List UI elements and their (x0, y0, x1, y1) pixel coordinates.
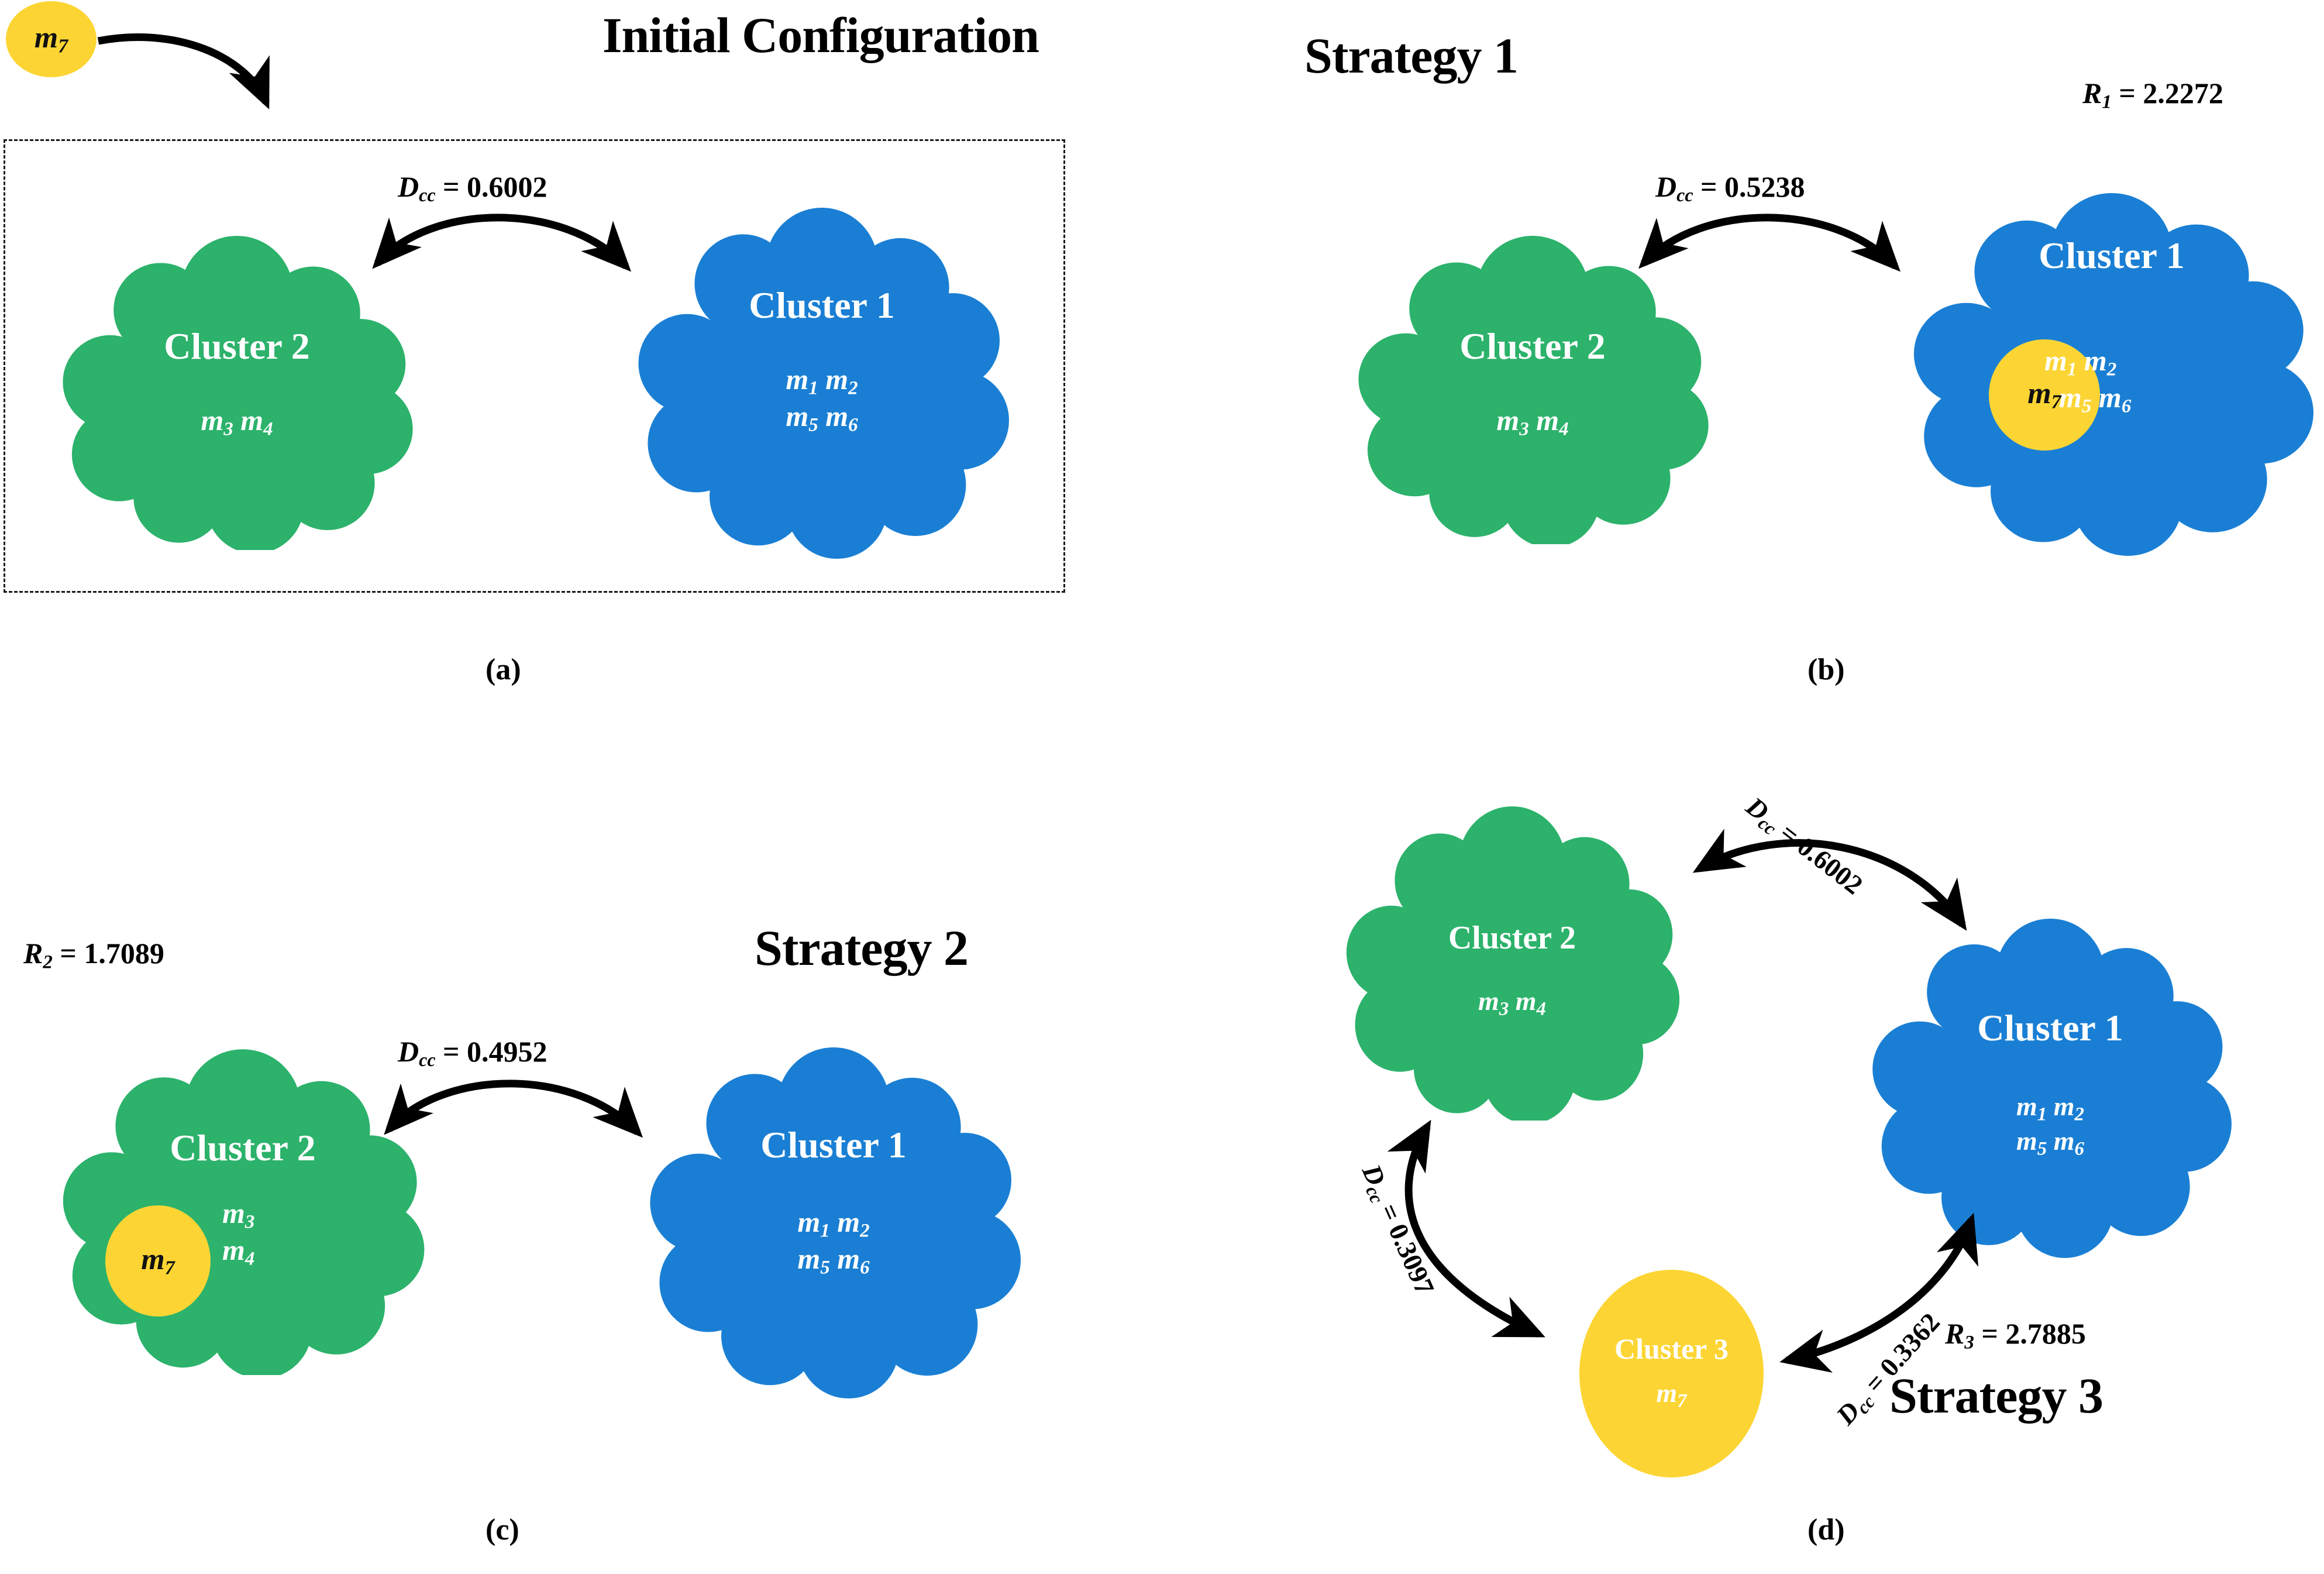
r-symbol: R (1945, 1317, 1965, 1350)
dcc-value: = 0.3097 (1373, 1199, 1441, 1300)
dcc-symbol: D (398, 170, 419, 203)
floating-member-m7: m7 (6, 1, 97, 77)
cloud-shape-green (1358, 236, 1709, 544)
panel-d-dcc-top-label: Dcc = 0.6002 (1738, 791, 1869, 903)
panel-a-title: Initial Configuration (602, 7, 1039, 63)
dcc-value: = 0.4952 (443, 1035, 548, 1068)
floating-member-label: m7 (34, 21, 68, 57)
panel-d-cluster-3-name: Cluster 3 (1614, 1332, 1729, 1365)
panel-c-title: Strategy 2 (755, 920, 969, 976)
inner-member-label: m7 (141, 1243, 175, 1279)
panel-b-r1-value: R1 = 2.2272 (2082, 76, 2223, 113)
r-symbol: R (2082, 77, 2102, 109)
r-value: = 1.7089 (60, 937, 164, 970)
r-subscript: 3 (1964, 1332, 1974, 1353)
cloud-shape-green (63, 1049, 425, 1375)
r-subscript: 1 (2102, 91, 2112, 113)
panel-a-letter: (a) (486, 653, 521, 686)
panel-b-cluster-2: Cluster 2 m3 m4 (1351, 234, 1714, 544)
panel-b-dcc-label: Dcc = 0.5238 (1655, 170, 1805, 206)
inner-member-label: m7 (2027, 377, 2061, 413)
panel-d-r3-value: R3 = 2.7885 (1945, 1317, 2086, 1353)
panel-d-letter: (d) (1807, 1513, 1845, 1546)
dcc-value: = 0.6002 (443, 170, 548, 203)
panel-c-inner-member-m7: m7 (105, 1205, 211, 1317)
r-value: = 2.2272 (2119, 77, 2223, 109)
panel-c-letter: (c) (486, 1513, 519, 1546)
dcc-symbol: D (398, 1035, 419, 1068)
dcc-subscript: cc (1676, 184, 1693, 205)
panel-d-cluster-3-members: m7 (1656, 1378, 1687, 1412)
r-subscript: 2 (43, 951, 53, 973)
panel-b-letter: (b) (1807, 653, 1845, 686)
panel-c-r2-value: R2 = 1.7089 (23, 936, 164, 973)
panel-a-cluster-2: Cluster 2 m3 m4 (56, 234, 418, 550)
panel-d-cluster-1: Cluster 1 m1 m2 m5 m6 (1869, 919, 2232, 1258)
panel-d-cluster-2: Cluster 2 m3 m4 (1340, 805, 1685, 1121)
cloud-shape-green (63, 236, 413, 550)
dcc-subscript: cc (419, 184, 436, 205)
initial-configuration-frame (4, 139, 1065, 593)
cloud-shape-blue (1913, 193, 2313, 556)
panel-d-dcc-left-label: Dcc = 0.3097 (1354, 1160, 1441, 1300)
cloud-shape-blue (638, 208, 1009, 559)
dcc-value: = 0.6002 (1774, 817, 1869, 901)
cloud-shape-blue (650, 1047, 1021, 1398)
panel-a-cluster-1: Cluster 1 m1 m2 m5 m6 (635, 208, 1009, 559)
panel-d-cluster-3: Cluster 3 m7 (1579, 1270, 1764, 1477)
panel-a-dcc-label: Dcc = 0.6002 (398, 170, 548, 206)
r-value: = 2.7885 (1981, 1317, 2086, 1350)
panel-c-cluster-1: Cluster 1 m1 m2 m5 m6 (646, 1047, 1021, 1398)
panel-b-inner-member-m7: m7 (1989, 339, 2100, 451)
panel-b-title: Strategy 1 (1304, 28, 1519, 84)
r-symbol: R (23, 937, 43, 970)
panel-d-title: Strategy 3 (1889, 1367, 2103, 1424)
dcc-subscript: cc (419, 1049, 436, 1070)
dcc-symbol: D (1655, 170, 1677, 203)
dcc-value: = 0.5238 (1700, 170, 1805, 203)
panel-c-cluster-2: Cluster 2 m7 m3 m4 (56, 1047, 430, 1375)
panel-c-dcc-label: Dcc = 0.4952 (398, 1035, 548, 1071)
cloud-shape-blue (1872, 919, 2232, 1258)
panel-b-cluster-1: Cluster 1 m7 m1 m2 m5 m6 (1910, 193, 2313, 556)
cloud-shape-green (1346, 806, 1680, 1121)
